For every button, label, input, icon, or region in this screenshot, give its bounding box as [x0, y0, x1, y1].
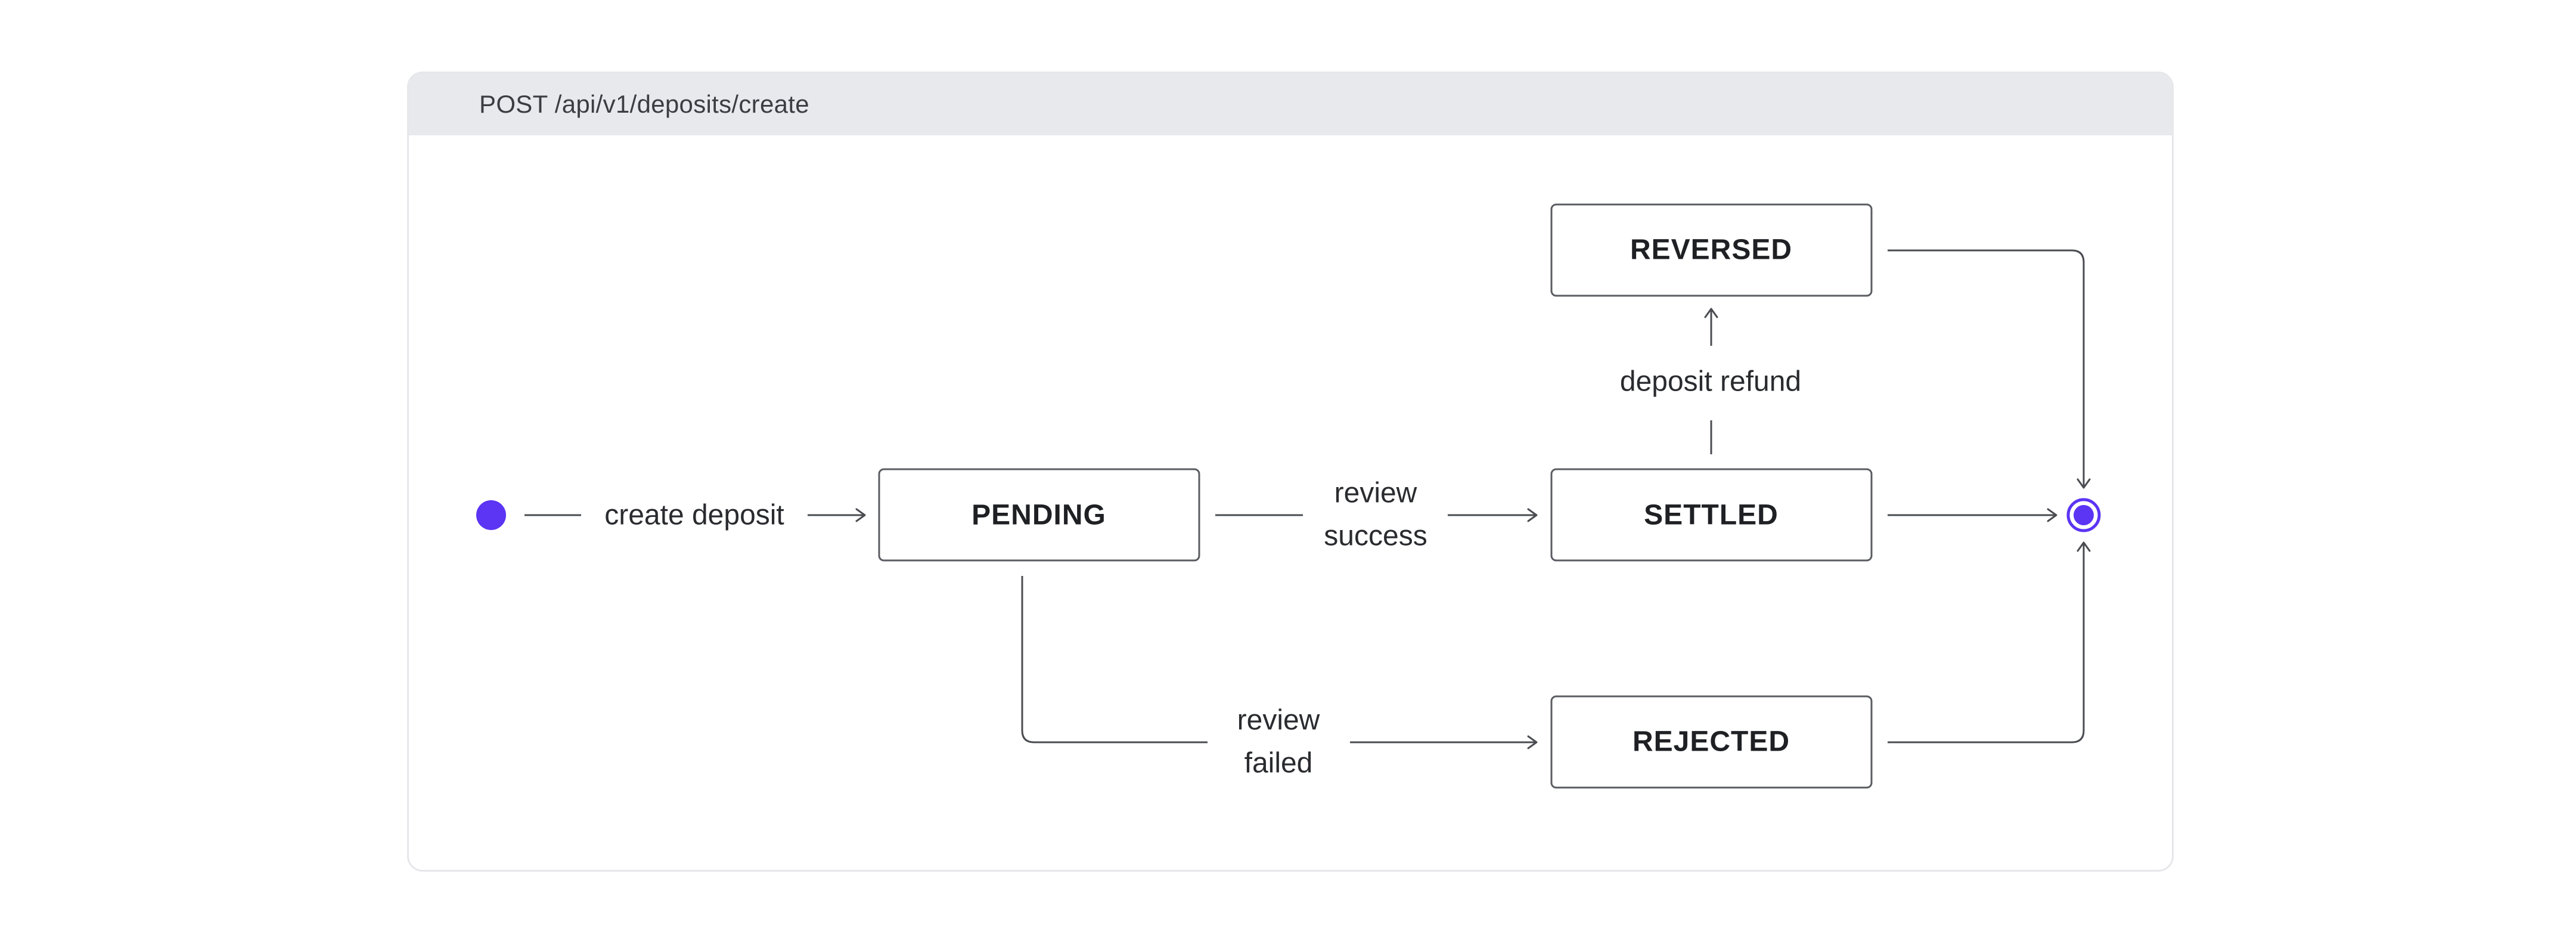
arrowhead-reversed-end — [2077, 478, 2091, 489]
edge-label-review-success-2: success — [1324, 520, 1427, 552]
edge-rejected-to-end — [1888, 543, 2085, 743]
state-rejected-label: REJECTED — [1632, 726, 1790, 758]
edge-label-deposit-refund: deposit refund — [1620, 366, 1801, 398]
state-settled-label: SETTLED — [1644, 500, 1779, 531]
state-pending[interactable] — [878, 468, 1200, 562]
edge-label-review-failed-2: failed — [1244, 748, 1313, 779]
state-reversed[interactable] — [1550, 203, 1873, 297]
arrowhead-settled-end — [2047, 508, 2057, 522]
arrowhead-refund — [1704, 308, 1718, 318]
endpoint-title: POST /api/v1/deposits/create — [479, 90, 809, 118]
edge-label-create-deposit: create deposit — [604, 500, 784, 531]
edge-reversed-to-end — [1888, 249, 2085, 488]
edge-label-review-success-1: review — [1334, 478, 1417, 509]
arrowhead-rejected-end — [2077, 541, 2091, 552]
state-settled[interactable] — [1550, 468, 1873, 562]
edge-failed-line-a — [1021, 576, 1208, 743]
state-pending-label: PENDING — [972, 500, 1106, 531]
arrowhead-failed — [1527, 735, 1538, 749]
panel-header: POST /api/v1/deposits/create — [409, 73, 2172, 135]
state-reversed-label: REVERSED — [1630, 234, 1792, 266]
end-node-icon — [2066, 498, 2101, 532]
edge-label-review-failed-1: review — [1237, 705, 1320, 736]
arrowhead-create — [855, 508, 866, 522]
arrowhead-success — [1527, 508, 1538, 522]
state-rejected[interactable] — [1550, 695, 1873, 789]
diagram-panel: POST /api/v1/deposits/create — [407, 72, 2174, 872]
start-node-icon — [476, 500, 506, 530]
